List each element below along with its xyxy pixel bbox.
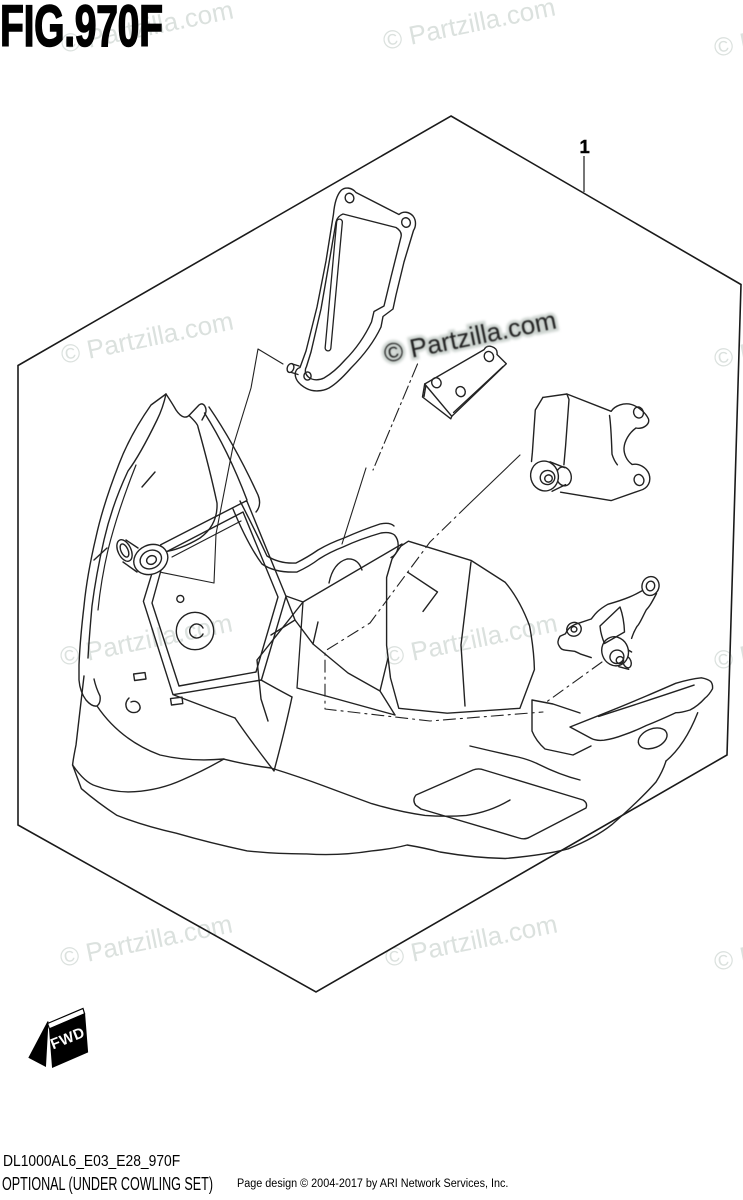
- svg-text:© Partzilla.com: © Partzilla.com: [57, 909, 235, 973]
- svg-text:© Partzilla.com: © Partzilla.com: [380, 0, 558, 56]
- svg-text:© Partzilla.com: © Partzilla.com: [711, 0, 743, 63]
- svg-text:© Partzilla.com: © Partzilla.com: [711, 913, 743, 977]
- svg-text:© Partzilla.com: © Partzilla.com: [381, 305, 559, 369]
- svg-text:© Partzilla.com: © Partzilla.com: [382, 608, 560, 672]
- svg-text:© Partzilla.com: © Partzilla.com: [58, 306, 236, 370]
- svg-text:© Partzilla.com: © Partzilla.com: [711, 612, 743, 676]
- svg-text:© Partzilla.com: © Partzilla.com: [382, 909, 560, 973]
